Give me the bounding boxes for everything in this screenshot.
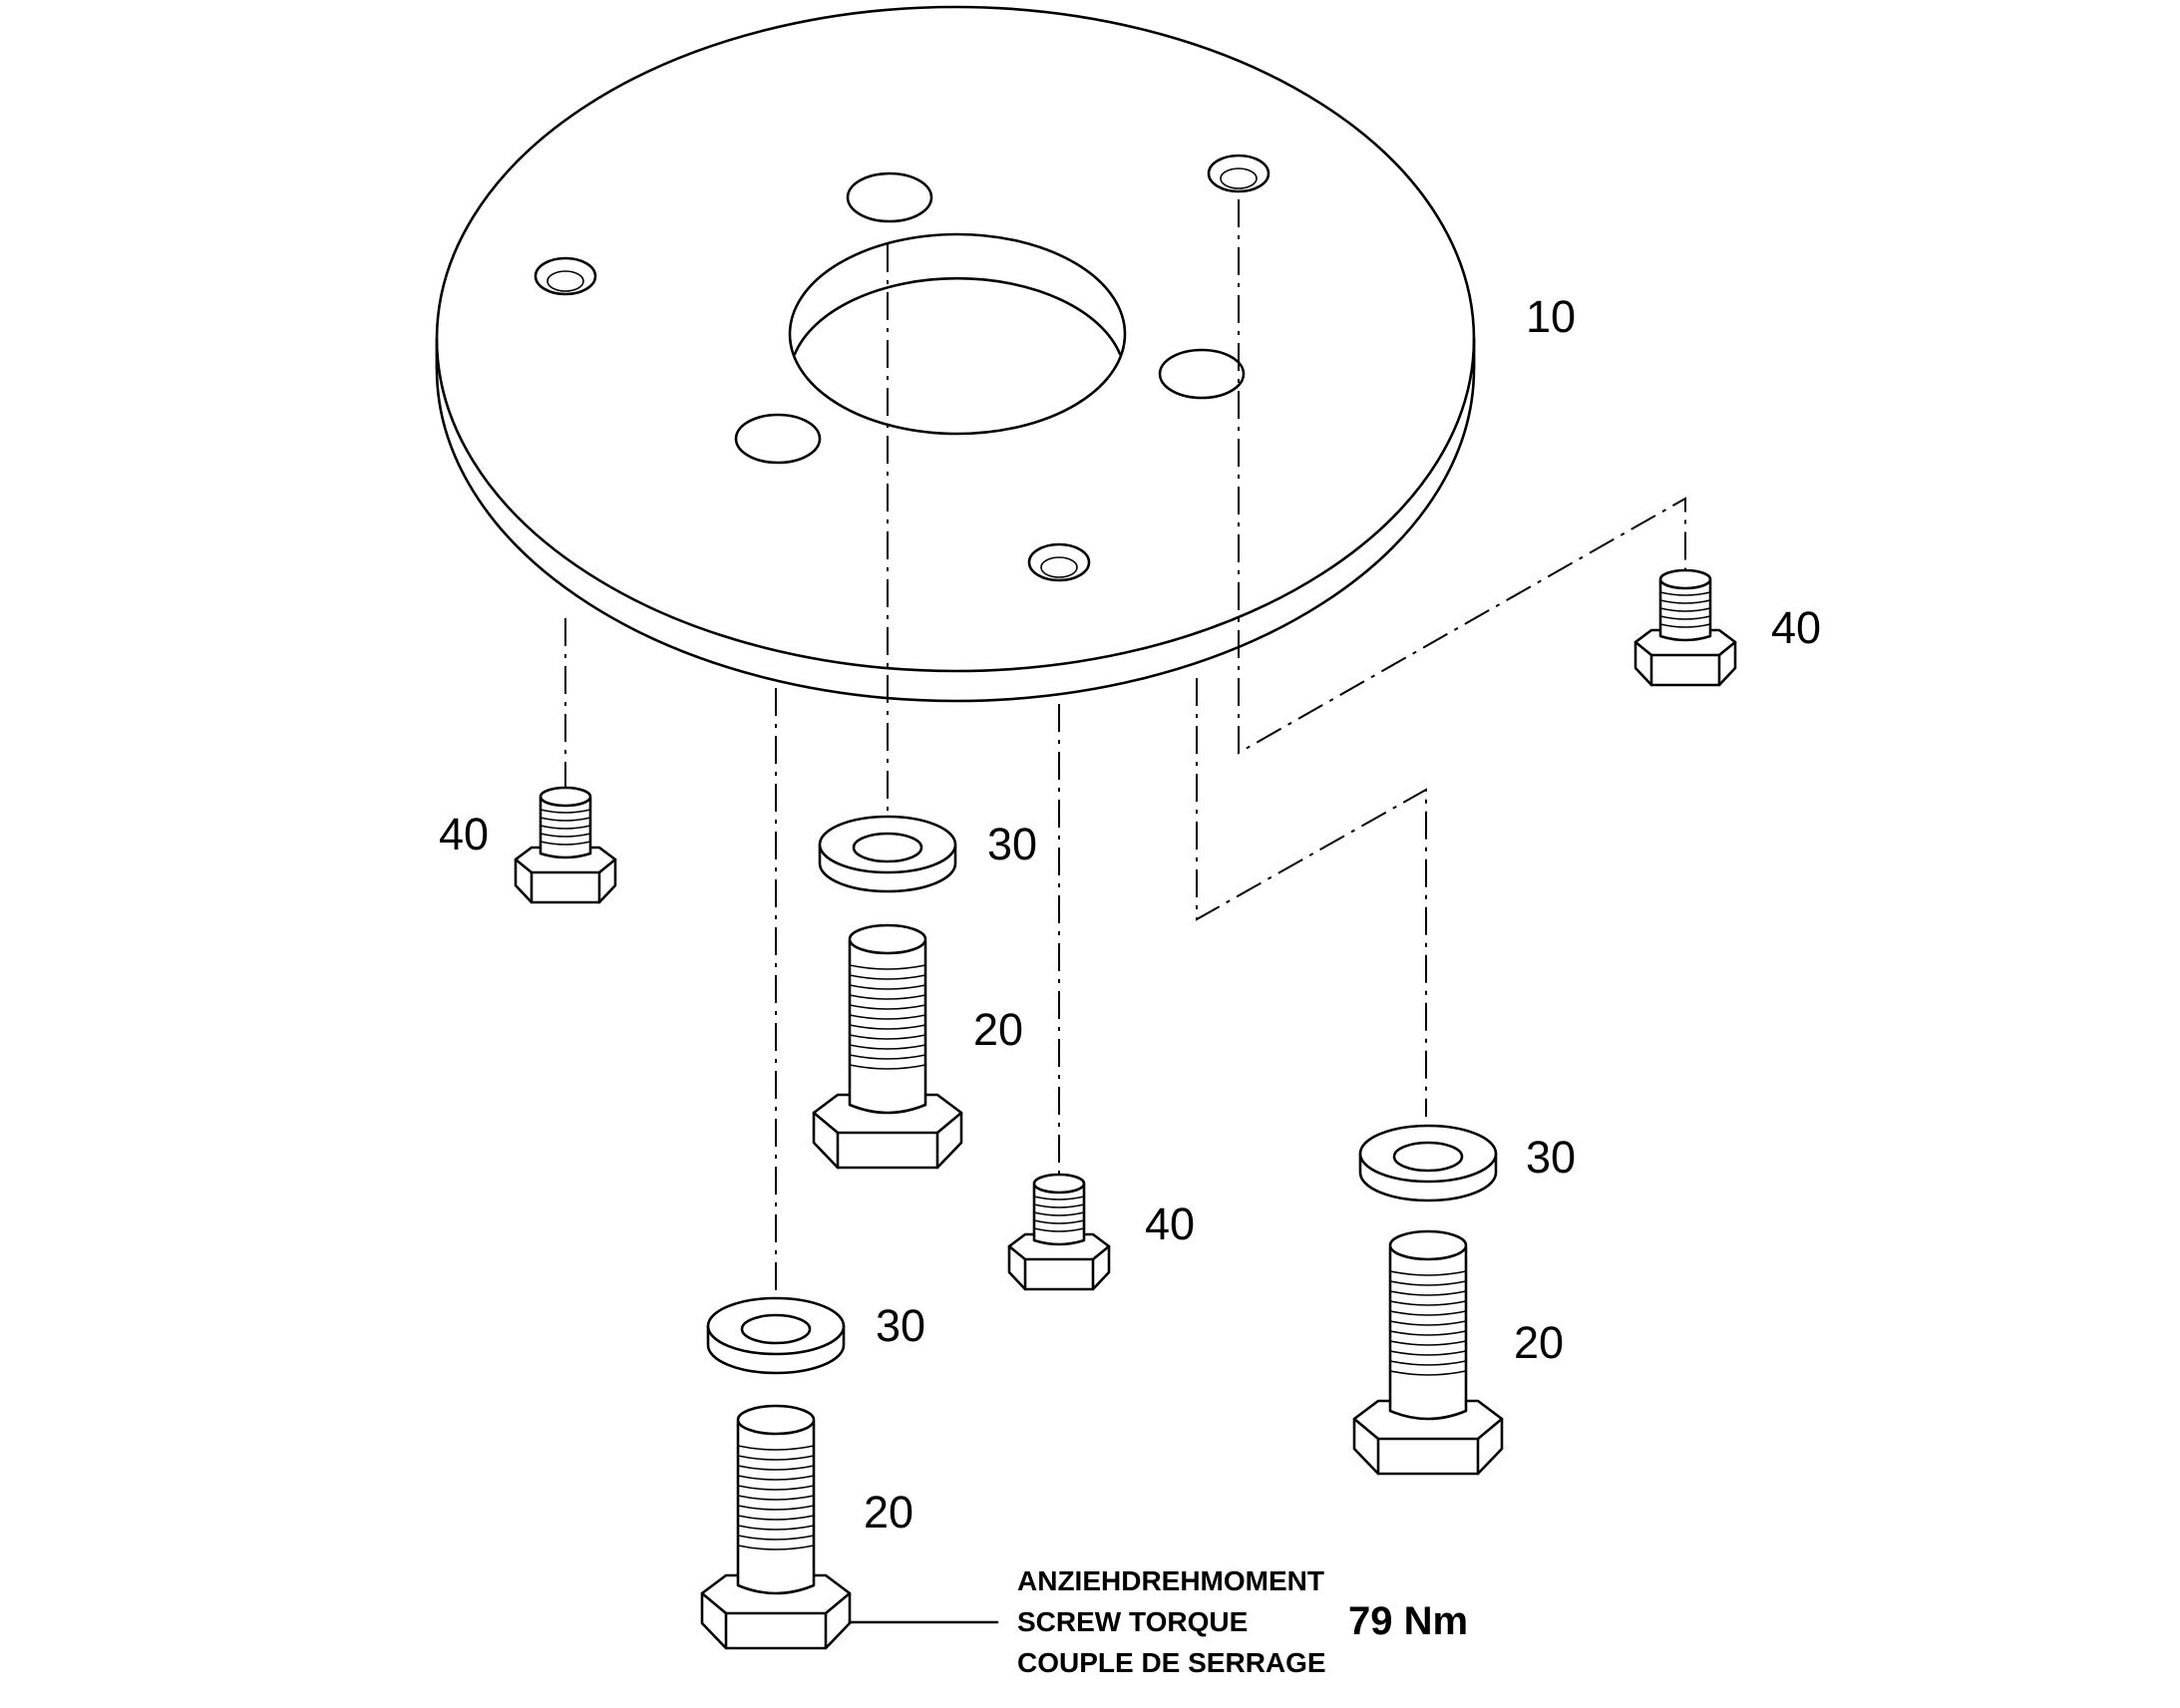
counterbore-hole [534, 256, 597, 296]
label-part-10: 10 [1526, 291, 1576, 342]
label-part-20-right: 20 [1514, 1317, 1564, 1368]
screw-part-40-right [1634, 568, 1737, 687]
bolt-part-20-top [812, 923, 963, 1170]
washer-part-30-bottom [706, 1296, 846, 1375]
label-part-40-left: 40 [439, 809, 489, 859]
screw-part-40-left [514, 786, 617, 904]
label-part-20-bottom: 20 [864, 1487, 913, 1537]
assembly-center-lines [564, 199, 1686, 1326]
label-part-30-bottom: 30 [876, 1300, 925, 1351]
screw-part-40-center [1007, 1173, 1111, 1291]
washer-part-30-right [1358, 1124, 1498, 1202]
label-part-40-center: 40 [1145, 1198, 1195, 1249]
bolt-part-20-right [1352, 1229, 1504, 1476]
through-hole [734, 413, 822, 465]
plate-part-10 [435, 5, 1476, 703]
through-hole [1158, 348, 1246, 400]
torque-note-english: SCREW TORQUE [1017, 1606, 1248, 1637]
bolt-part-20-bottom [700, 1404, 852, 1650]
central-bore [788, 232, 1127, 436]
counterbore-hole [1207, 154, 1271, 193]
label-part-30-right: 30 [1526, 1132, 1576, 1183]
counterbore-hole [1027, 542, 1091, 582]
through-hole [846, 171, 933, 223]
torque-value: 79 Nm [1348, 1599, 1468, 1643]
torque-note-french: COUPLE DE SERRAGE [1017, 1647, 1326, 1678]
torque-note-german: ANZIEHDREHMOMENT [1017, 1565, 1324, 1596]
label-part-40-right: 40 [1771, 602, 1821, 653]
label-part-20-top: 20 [973, 1004, 1023, 1055]
washer-part-30-top [818, 815, 957, 893]
label-part-30-top: 30 [987, 819, 1037, 869]
